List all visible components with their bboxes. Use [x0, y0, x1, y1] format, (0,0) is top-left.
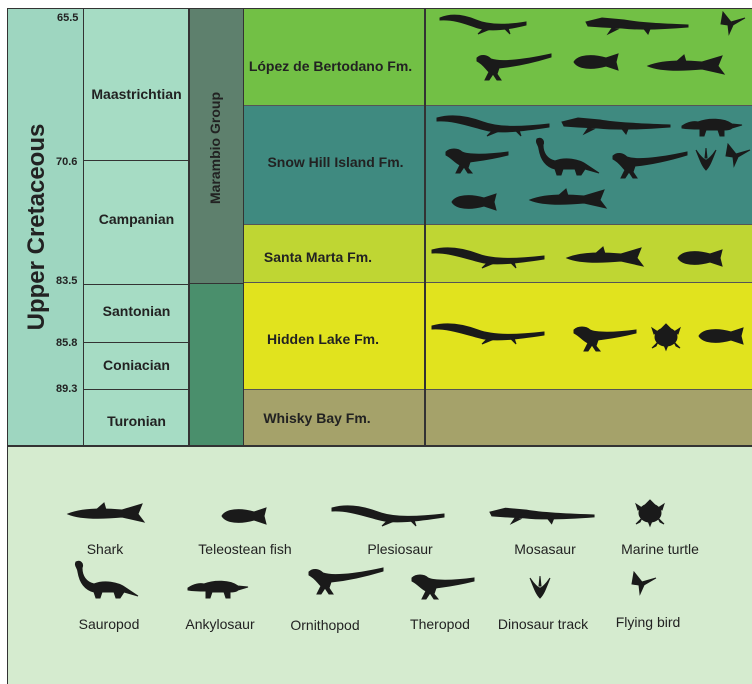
- formation-label-santamarta: Santa Marta Fm.: [248, 249, 388, 265]
- stage-divider: [84, 160, 189, 161]
- legend-label-shark: Shark: [70, 541, 140, 557]
- theropod-icon: [572, 322, 638, 352]
- age-label: 65.5: [57, 12, 78, 24]
- sauropod-icon: [72, 560, 140, 600]
- mosasaur-icon: [488, 504, 596, 524]
- formation-row-divider: [244, 389, 752, 390]
- flying-bird-icon: [630, 570, 658, 596]
- dinosaur-track-icon: [694, 146, 718, 172]
- plesiosaur-icon: [430, 244, 546, 268]
- legend-label-flying-bird: Flying bird: [598, 614, 698, 630]
- plesiosaur-icon: [330, 502, 446, 526]
- teleostean-fish-icon: [572, 52, 622, 72]
- ornithopod-icon: [306, 564, 386, 596]
- ankylosaur-icon: [680, 116, 744, 138]
- teleostean-fish-icon: [220, 506, 270, 526]
- formation-row-divider: [244, 105, 752, 106]
- dinosaur-track-icon: [528, 574, 552, 600]
- stage-label-campanian: Campanian: [86, 211, 187, 227]
- legend-label-sauropod: Sauropod: [64, 616, 154, 632]
- ornithopod-icon: [475, 50, 553, 82]
- stage-divider: [84, 284, 189, 285]
- stage-divider: [84, 342, 189, 343]
- plesiosaur-icon: [430, 320, 546, 344]
- stage-label-santonian: Santonian: [86, 303, 187, 319]
- plesiosaur-icon: [435, 112, 551, 136]
- shark-icon: [66, 502, 148, 524]
- teleostean-fish-icon: [697, 326, 747, 346]
- legend-label-ornithopod: Ornithopod: [275, 617, 375, 633]
- age-label: 85.8: [56, 337, 77, 349]
- flying-bird-icon: [719, 10, 747, 36]
- legend-label-teleostean-fish: Teleostean fish: [185, 541, 305, 557]
- plesiosaur-icon: [438, 10, 530, 34]
- formation-label-lopez: López de Bertodano Fm.: [248, 58, 413, 75]
- theropod-icon: [444, 144, 510, 174]
- stage-label-coniacian: Coniacian: [86, 357, 187, 373]
- flying-bird-icon: [724, 142, 752, 168]
- legend-label-marine-turtle: Marine turtle: [600, 541, 720, 557]
- shark-icon: [646, 54, 728, 76]
- formation-row-divider: [244, 224, 752, 225]
- formation-label-hiddenlake: Hidden Lake Fm.: [248, 331, 398, 347]
- legend-label-dinosaur-track: Dinosaur track: [483, 616, 603, 632]
- legend-label-mosasaur: Mosasaur: [495, 541, 595, 557]
- mosasaur-icon: [584, 14, 690, 34]
- fauna-column-divider: [424, 8, 426, 446]
- stage-divider: [84, 389, 189, 390]
- age-label: 83.5: [56, 275, 77, 287]
- shark-icon: [528, 188, 610, 210]
- ornithopod-icon: [610, 148, 690, 180]
- mosasaur-icon: [560, 114, 672, 134]
- legend-label-ankylosaur: Ankylosaur: [170, 616, 270, 632]
- stage-label-turonian: Turonian: [86, 413, 187, 429]
- stage-column: [84, 8, 189, 446]
- shark-icon: [565, 246, 647, 268]
- series-label: Upper Cretaceous: [24, 107, 50, 347]
- formation-row-divider: [244, 282, 752, 283]
- marine-turtle-icon: [632, 498, 668, 528]
- marine-turtle-icon: [648, 322, 684, 352]
- teleostean-fish-icon: [450, 192, 500, 212]
- theropod-icon: [410, 570, 476, 600]
- stage-label-maastrichtian: Maastrichtian: [86, 86, 187, 102]
- legend-label-plesiosaur: Plesiosaur: [350, 541, 450, 557]
- sauropod-icon: [533, 137, 601, 177]
- group-label: Marambio Group: [205, 58, 225, 238]
- legend-label-theropod: Theropod: [395, 616, 485, 632]
- formation-label-whiskybay: Whisky Bay Fm.: [248, 410, 386, 426]
- lower-group-bar: [189, 284, 244, 446]
- teleostean-fish-icon: [676, 248, 726, 268]
- ankylosaur-icon: [186, 578, 250, 600]
- formation-label-snowhill: Snow Hill Island Fm.: [248, 154, 423, 170]
- age-label: 70.6: [56, 156, 77, 168]
- age-label: 89.3: [56, 383, 77, 395]
